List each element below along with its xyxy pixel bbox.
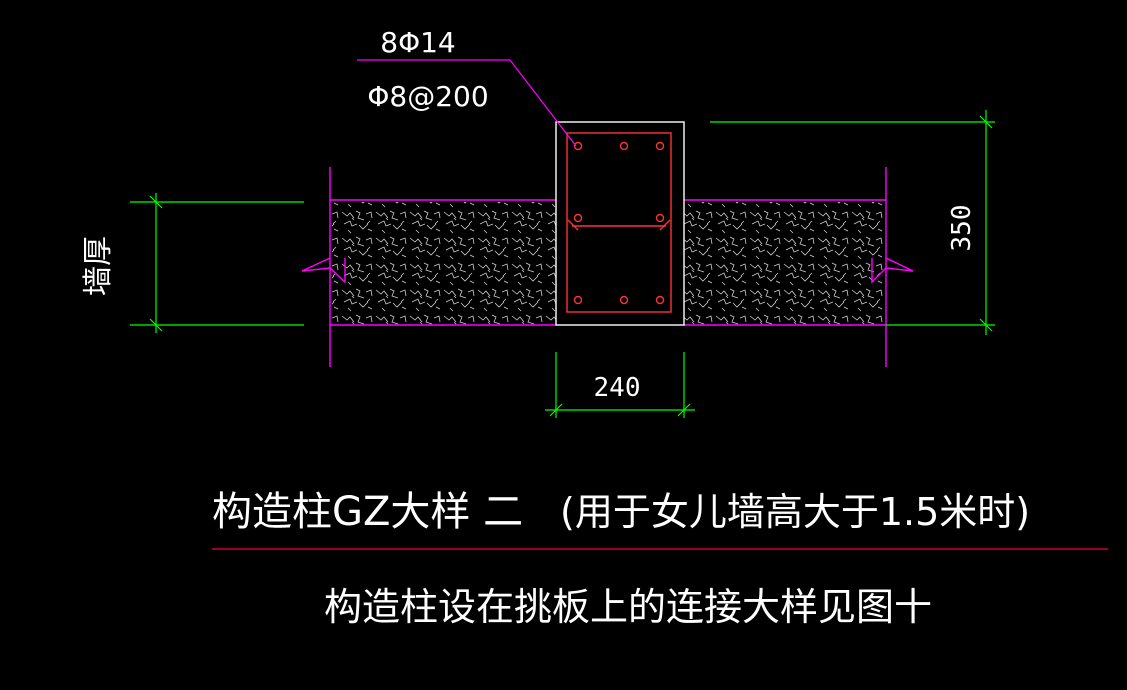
rebar-bar xyxy=(655,141,665,151)
rebar-bar xyxy=(573,213,583,223)
detail-title: 构造柱GZ大样 二 xyxy=(212,489,523,535)
rebar-bar xyxy=(573,141,583,151)
rebar-cage xyxy=(566,132,672,313)
wall-thickness-dimension xyxy=(130,193,304,333)
rebar-bar xyxy=(619,295,629,305)
stirrup-outer xyxy=(566,132,672,313)
rebar-bar xyxy=(573,295,583,305)
rebar-bar xyxy=(619,141,629,151)
wall-outlines xyxy=(301,167,914,367)
width-dimension-label: 240 xyxy=(594,373,641,403)
stirrup-tie xyxy=(567,219,671,231)
wall-thickness-label: 墙厚 xyxy=(81,236,116,296)
right-wall-hatch xyxy=(684,202,886,325)
rebar-bar xyxy=(655,213,665,223)
left-wall-hatch xyxy=(332,202,556,325)
callout-leader xyxy=(357,59,577,147)
depth-dimension-label: 350 xyxy=(947,205,977,252)
main-bars-label: 8Φ14 xyxy=(380,26,455,59)
detail-subtitle: 构造柱设在挑板上的连接大样见图十 xyxy=(324,585,932,629)
column-outline xyxy=(555,121,685,326)
rebar-bar xyxy=(655,295,665,305)
stirrup-label: Φ8@200 xyxy=(367,80,488,113)
depth-dimension xyxy=(710,110,995,335)
detail-title-note: (用于女儿墙高大于1.5米时) xyxy=(560,490,1030,534)
width-dimension xyxy=(545,352,695,418)
